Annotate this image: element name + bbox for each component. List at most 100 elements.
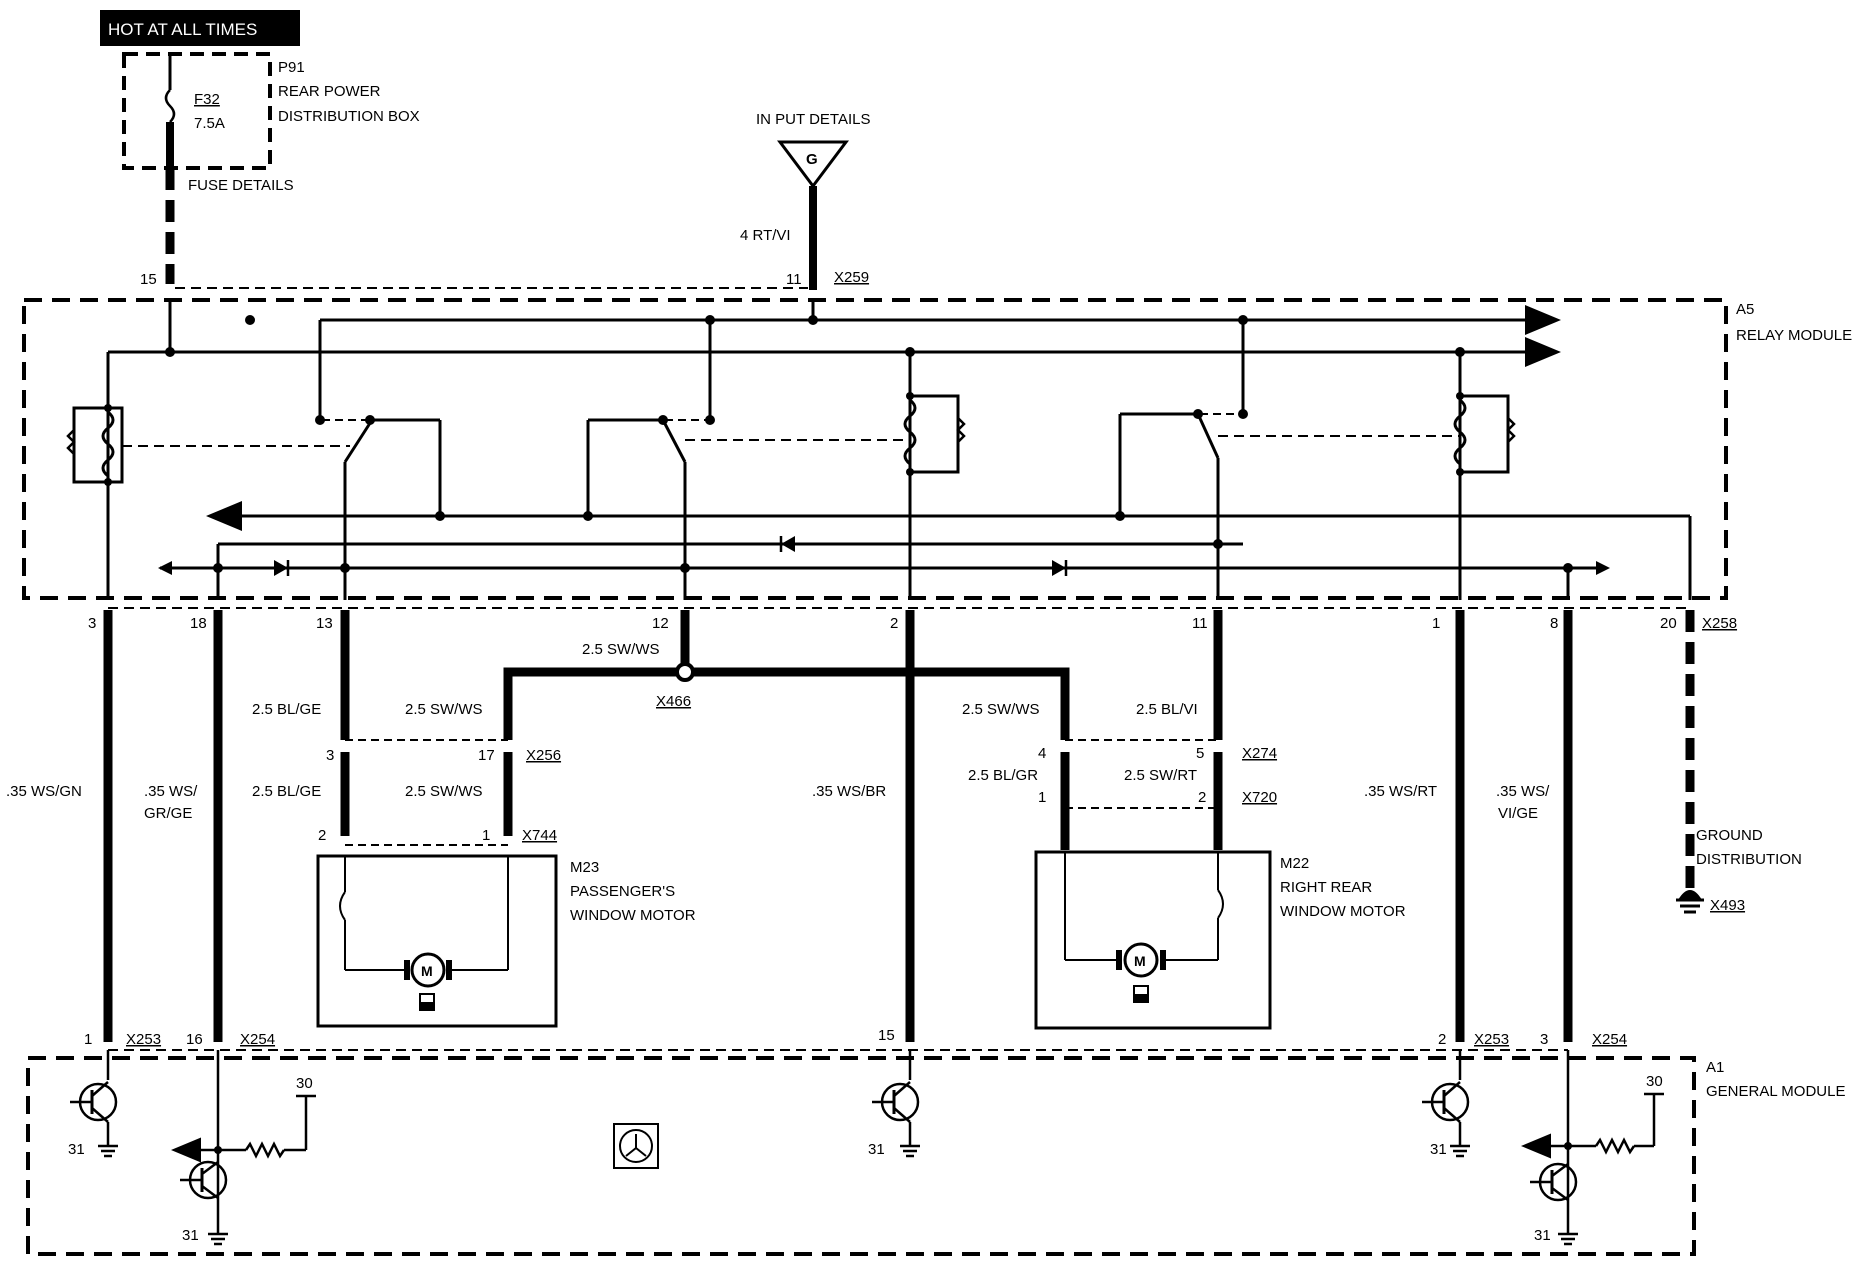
ground-icon [900, 1144, 920, 1158]
pin-20: 20 [1660, 615, 1677, 632]
x274-pin-b: 5 [1196, 745, 1204, 762]
pass-sw-label-a: 2.5 SW/WS [405, 701, 483, 718]
wire-1-label: .35 WS/RT [1364, 783, 1437, 800]
transistor-icon [872, 1050, 920, 1146]
rr-blgr-label: 2.5 BL/GR [968, 767, 1038, 784]
wire-2-label: .35 WS/BR [812, 783, 886, 800]
relay-module-name: RELAY MODULE [1736, 327, 1852, 344]
x744-pin-b: 1 [482, 827, 490, 844]
motor-m23-box [316, 854, 558, 1028]
wire-18-label-2: GR/GE [144, 805, 192, 822]
pass-sw-label-b: 2.5 SW/WS [405, 783, 483, 800]
wire-3-label: .35 WS/GN [6, 783, 82, 800]
transistor-icon [1530, 1162, 1578, 1202]
ground-label-1: GROUND [1696, 827, 1763, 844]
fuse-box-name-1: REAR POWER [278, 83, 381, 100]
gnd-31-c: 31 [868, 1141, 885, 1158]
wire-rr-motor-feed [693, 667, 1070, 740]
pin-11: 11 [1192, 615, 1208, 632]
motor-m23-symbol: M [421, 963, 433, 979]
gm-pin-1: 1 [84, 1031, 92, 1048]
motor-m22-box [1034, 850, 1272, 1030]
module-chip-icon [613, 1123, 659, 1169]
pin-13: 13 [316, 615, 333, 632]
x744-label: X744 [522, 827, 557, 844]
general-module-id: A1 [1706, 1059, 1724, 1076]
motor-m22-id: M22 [1280, 855, 1309, 872]
gm-conn-x254-b: X254 [1592, 1031, 1627, 1048]
relay-module-id: A5 [1736, 301, 1754, 318]
wire-11-label: 2.5 BL/VI [1136, 701, 1198, 718]
diode-icon [274, 560, 288, 576]
gm-pin-16: 16 [186, 1031, 203, 1048]
motor-m22-name-1: RIGHT REAR [1280, 879, 1372, 896]
fuse-rating: 7.5A [194, 115, 225, 132]
ground-icon [208, 1232, 228, 1246]
x256-pin-b: 17 [478, 747, 495, 764]
motor-m23-icon [410, 952, 446, 988]
ground-connector: X493 [1710, 897, 1745, 914]
fuse-id: F32 [194, 91, 220, 108]
fuse-pin-15: 15 [140, 271, 157, 288]
motor-m23-name-2: WINDOW MOTOR [570, 907, 696, 924]
gm-conn-x253-a: X253 [126, 1031, 161, 1048]
input-pin: 11 [786, 271, 802, 288]
diode-icon [1052, 560, 1066, 576]
pin-2: 2 [890, 615, 898, 632]
ground-icon [1450, 1144, 1470, 1158]
gm-pin-3: 3 [1540, 1031, 1548, 1048]
supply-30-a: 30 [296, 1075, 313, 1092]
x256-pin-a: 3 [326, 747, 334, 764]
wire-8-label-2: VI/GE [1498, 805, 1538, 822]
gnd-31-a: 31 [68, 1141, 85, 1158]
relay-coil-2 [908, 394, 960, 474]
ground-icon [98, 1144, 118, 1158]
motor-m22-icon [1123, 942, 1159, 978]
relay-coil-1 [72, 406, 124, 484]
motor-m23-id: M23 [570, 859, 599, 876]
splice-x466 [675, 662, 695, 682]
motor-m22-symbol: M [1134, 953, 1146, 969]
pin-3: 3 [88, 615, 96, 632]
pin-12: 12 [652, 615, 669, 632]
x720-pin-a: 1 [1038, 789, 1046, 806]
hot-at-all-times-banner [100, 10, 300, 46]
rr-sw-label: 2.5 SW/WS [962, 701, 1040, 718]
gm-pin-15: 15 [878, 1027, 895, 1044]
gm-pin-2: 2 [1438, 1031, 1446, 1048]
supply-30-b: 30 [1646, 1073, 1663, 1090]
resistor-icon [244, 1141, 286, 1159]
hot-at-all-times-label: HOT AT ALL TIMES [108, 20, 257, 39]
input-connector: X259 [834, 269, 869, 286]
fuse-details-label: FUSE DETAILS [188, 177, 294, 194]
input-details-label: IN PUT DETAILS [756, 111, 870, 128]
diode-icon [781, 536, 795, 552]
input-triangle-icon [777, 140, 849, 189]
gnd-31-e: 31 [1534, 1227, 1551, 1244]
pin-8: 8 [1550, 615, 1558, 632]
x720-pin-b: 2 [1198, 789, 1206, 806]
ground-label-2: DISTRIBUTION [1696, 851, 1802, 868]
general-module-name: GENERAL MODULE [1706, 1083, 1845, 1100]
fuse-box-name-2: DISTRIBUTION BOX [278, 108, 420, 125]
gm-conn-x254-a: X254 [240, 1031, 275, 1048]
input-symbol: G [806, 151, 818, 168]
transistor-icon [180, 1160, 228, 1200]
fuse-icon [164, 89, 176, 123]
rr-swrt-label: 2.5 SW/RT [1124, 767, 1197, 784]
x256-label: X256 [526, 747, 561, 764]
gnd-31-d: 31 [1430, 1141, 1447, 1158]
x274-pin-a: 4 [1038, 745, 1046, 762]
motor-m23-name-1: PASSENGER'S [570, 883, 675, 900]
wire-13-label-a: 2.5 BL/GE [252, 701, 321, 718]
gnd-31-b: 31 [182, 1227, 199, 1244]
wire-13-label-b: 2.5 BL/GE [252, 783, 321, 800]
gm-conn-x253-b: X253 [1474, 1031, 1509, 1048]
splice-label: X466 [656, 693, 691, 710]
pin-1: 1 [1432, 615, 1440, 632]
ground-icon [1676, 890, 1704, 914]
transistor-icon [70, 1050, 118, 1146]
x274-label: X274 [1242, 745, 1277, 762]
wire-pass-motor-feed [503, 667, 677, 740]
